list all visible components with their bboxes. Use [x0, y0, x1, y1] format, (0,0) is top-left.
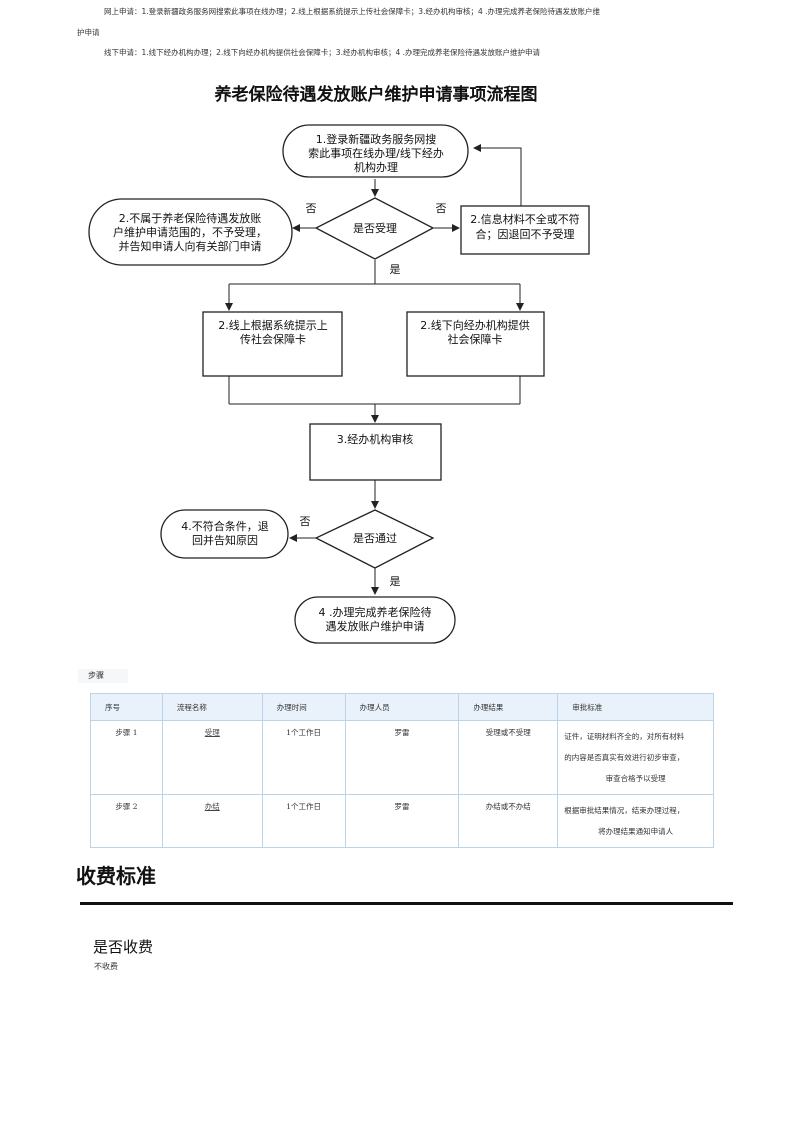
row2-standard-line1: 根据审批结果情况，结束办理过程，	[564, 806, 685, 815]
fee-section-title: 收费标准	[76, 864, 156, 888]
fail-return-node	[160, 509, 289, 559]
row2-person: 罗雷	[344, 794, 460, 848]
review-node	[309, 423, 442, 481]
decision-accept-label: 是否受理	[353, 222, 397, 235]
row1-name-link[interactable]: 受理	[204, 728, 220, 737]
decision-pass-label: 是否通过	[353, 532, 397, 545]
fail-return-line1: 4.不符合条件，退	[181, 519, 269, 533]
label-no-pass: 否	[300, 515, 311, 528]
offline-apply-line: 线下申请：1.线下经办机构办理；2.线下向经办机构提供社会保障卡；3.经办机构审…	[104, 48, 541, 57]
row2-result: 办结或不办结	[458, 794, 559, 848]
table-header-row: 序号 流程名称 办理时间 办理人员 办理结果 审批标准	[90, 693, 714, 721]
incomplete-line2: 合；因退回不予受理	[476, 227, 575, 241]
offline-provide-line2: 社会保障卡	[448, 332, 503, 346]
finish-node	[294, 596, 456, 644]
table-row: 步骤 2 办结 1个工作日 罗雷 办结或不办结 根据审批结果情况，结束办理过程，…	[90, 794, 714, 848]
row2-standard: 根据审批结果情况，结束办理过程， 将办理结果通知申请人	[557, 794, 714, 848]
fee-divider	[80, 902, 733, 905]
decision-accept	[314, 197, 435, 260]
finish-line1: 4 .办理完成养老保险待	[319, 605, 432, 619]
online-upload-node	[202, 311, 343, 377]
row1-time: 1个工作日	[261, 720, 346, 795]
start-node	[282, 124, 469, 178]
row1-standard-line3: 审查合格予以受理	[605, 774, 666, 783]
label-no-right: 否	[436, 202, 447, 215]
row2-name-cell: 办结	[161, 794, 263, 848]
fail-return-line2: 回并告知原因	[192, 533, 258, 547]
online-apply-line2: 护申请	[77, 28, 100, 37]
reject-scope-line3: 并告知申请人向有关部门申请	[119, 239, 262, 253]
start-node-line2: 索此事项在线办理/线下经办	[308, 146, 444, 160]
online-upload-line1: 2.线上根据系统提示上	[218, 318, 328, 332]
row2-time: 1个工作日	[261, 794, 346, 848]
row2-standard-line2: 将办理结果通知申请人	[598, 827, 674, 836]
decision-pass	[314, 509, 435, 569]
row1-result: 受理或不受理	[458, 720, 559, 795]
reject-scope-line2: 户维护申请范围的，不予受理，	[113, 225, 267, 239]
table-row: 步骤 1 受理 1个工作日 罗雷 受理或不受理 证件，证明材料齐全的，对所有材料…	[90, 720, 714, 795]
flowchart: 养老保险待遇发放账户维护申请事项流程图 1.登录新疆政务服务网搜 索此事项在线办…	[88, 84, 590, 644]
header-seq: 序号	[90, 693, 163, 721]
offline-provide-line1: 2.线下向经办机构提供	[420, 318, 530, 332]
header-result: 办理结果	[458, 693, 559, 721]
header-standard: 审批标准	[557, 693, 714, 721]
start-node-line3: 机构办理	[354, 160, 398, 174]
header-name: 流程名称	[161, 693, 263, 721]
flowchart-connectors	[225, 144, 524, 595]
row1-standard: 证件，证明材料齐全的，对所有材料 的内容是否真实有效进行初步审查， 审查合格予以…	[557, 720, 714, 795]
review-label: 3.经办机构审核	[337, 432, 414, 446]
flowchart-title: 养老保险待遇发放账户维护申请事项流程图	[214, 84, 538, 105]
charge-answer: 不收费	[94, 962, 118, 971]
label-no-left: 否	[306, 202, 317, 215]
start-node-line1: 1.登录新疆政务服务网搜	[316, 132, 437, 146]
row2-name-link[interactable]: 办结	[204, 802, 220, 811]
header-person: 办理人员	[344, 693, 460, 721]
row1-person: 罗雷	[344, 720, 460, 795]
header-time: 办理时间	[261, 693, 346, 721]
reject-scope-line1: 2.不属于养老保险待遇发放账	[119, 211, 262, 225]
steps-table: 序号 流程名称 办理时间 办理人员 办理结果 审批标准 步骤 1 受理 1个工作…	[90, 693, 714, 848]
incomplete-line1: 2.信息材料不全或不符	[470, 212, 580, 226]
steps-label: 步骤	[78, 669, 128, 683]
row1-name-cell: 受理	[161, 720, 263, 795]
reject-scope-node	[88, 198, 293, 266]
incomplete-node	[460, 205, 590, 255]
row1-standard-line1: 证件，证明材料齐全的，对所有材料	[564, 732, 685, 741]
row1-seq: 步骤 1	[90, 720, 163, 795]
finish-line2: 遇发放账户维护申请	[326, 619, 425, 633]
offline-provide-node	[406, 311, 545, 377]
row1-standard-line2: 的内容是否真实有效进行初步审查，	[564, 753, 685, 762]
row2-seq: 步骤 2	[90, 794, 163, 848]
online-upload-line2: 传社会保障卡	[240, 332, 306, 346]
online-apply-line1: 网上申请：1.登录新疆政务服务网搜索此事项在线办理；2.线上根据系统提示上传社会…	[104, 7, 601, 16]
label-yes-pass: 是	[390, 575, 401, 588]
label-yes-accept: 是	[390, 263, 401, 276]
charge-question: 是否收费	[93, 938, 154, 956]
